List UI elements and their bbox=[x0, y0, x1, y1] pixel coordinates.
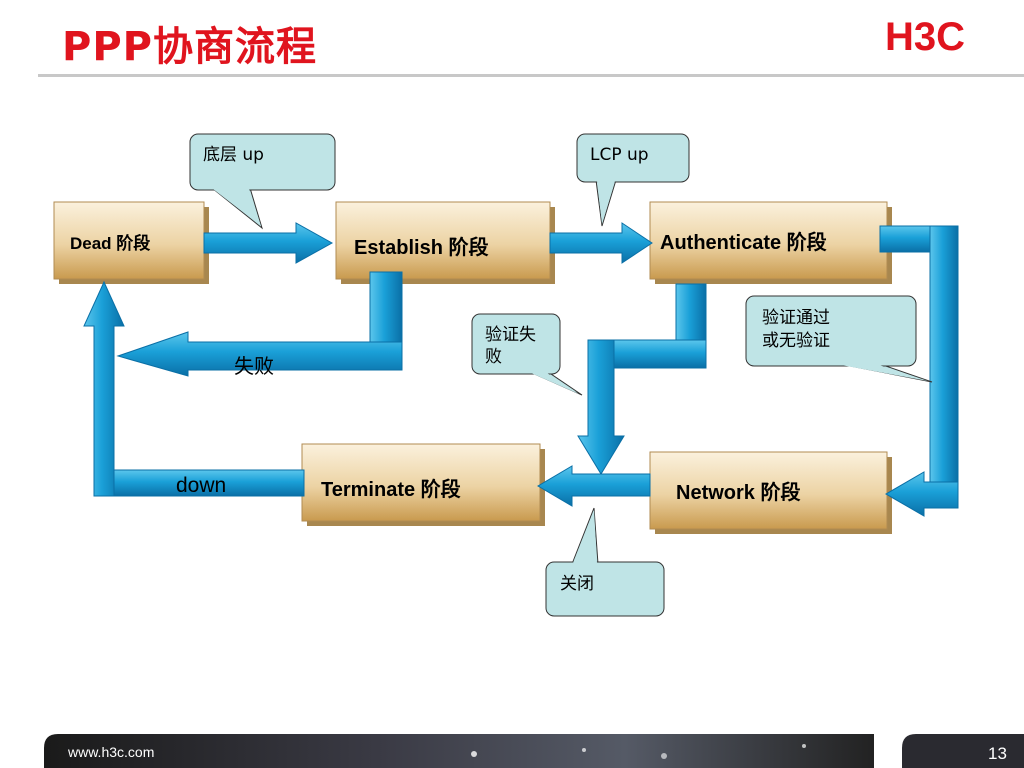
h3c-logo: H3C bbox=[885, 16, 965, 56]
footer-banner bbox=[44, 734, 874, 768]
arrow-establish-to-authenticate bbox=[549, 222, 653, 264]
page-number: 13 bbox=[988, 744, 1007, 763]
state-label-network: Network 阶段 bbox=[676, 482, 801, 504]
state-label-terminate: Terminate 阶段 bbox=[321, 479, 461, 501]
arrow-label-fail: 失败 bbox=[234, 354, 274, 378]
callout-text-lcp-up: LCP up bbox=[590, 145, 649, 165]
state-label-dead: Dead 阶段 bbox=[70, 234, 151, 253]
state-box-dead bbox=[53, 201, 209, 284]
header-divider bbox=[38, 74, 1024, 77]
arrow-establish-fail bbox=[116, 271, 403, 377]
state-box-authenticate bbox=[649, 201, 892, 284]
state-box-establish bbox=[335, 201, 555, 284]
footer-url[interactable]: www.h3c.com bbox=[68, 744, 155, 760]
footer-page-tab bbox=[902, 734, 1024, 768]
arrow-network-to-terminate bbox=[537, 465, 651, 507]
state-box-network bbox=[649, 451, 892, 534]
state-label-authenticate: Authenticate 阶段 bbox=[660, 232, 827, 254]
state-box-terminate bbox=[301, 443, 545, 526]
svg-text:H3C: H3C bbox=[885, 16, 965, 56]
callout-auth-fail bbox=[471, 313, 583, 396]
arrow-authenticate-to-network bbox=[879, 225, 959, 517]
callout-text-lower-up: 底层 up bbox=[203, 145, 264, 165]
callout-text-auth-fail-2: 败 bbox=[485, 347, 502, 367]
callout-text-auth-pass-1: 验证通过 bbox=[762, 308, 830, 328]
callout-auth-pass bbox=[745, 295, 933, 383]
callout-close bbox=[545, 507, 665, 617]
callout-lower-up bbox=[189, 133, 336, 230]
state-label-establish: Establish 阶段 bbox=[354, 237, 489, 259]
arrow-authenticate-fail bbox=[577, 283, 707, 475]
page-title: PPP协商流程 bbox=[62, 24, 317, 70]
arrow-dead-to-establish bbox=[203, 222, 334, 264]
arrow-label-down: down bbox=[176, 474, 227, 497]
callout-text-auth-pass-2: 或无验证 bbox=[762, 331, 830, 351]
callout-text-close: 关闭 bbox=[560, 574, 594, 594]
callout-lcp-up bbox=[576, 133, 690, 227]
arrow-terminate-to-dead bbox=[83, 280, 305, 497]
callout-text-auth-fail-1: 验证失 bbox=[485, 325, 536, 345]
